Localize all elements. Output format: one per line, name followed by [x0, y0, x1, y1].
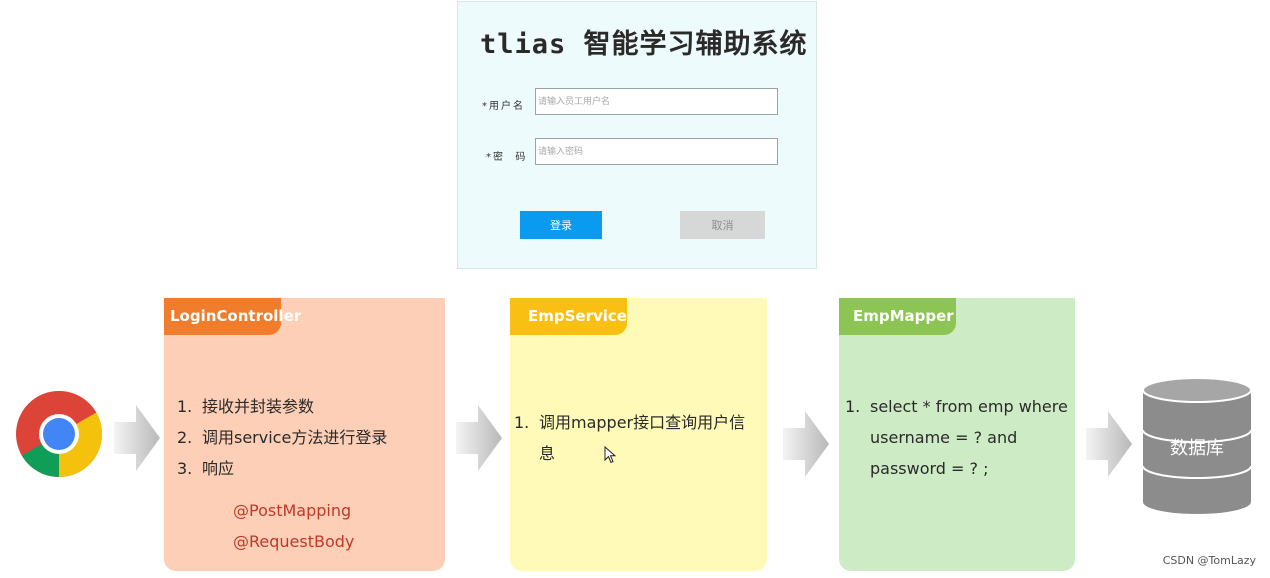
service-tag: EmpService [510, 298, 627, 335]
mapper-step-list: 1.select * from emp where username = ? a… [845, 391, 1073, 484]
requestbody-annotation: @RequestBody [233, 532, 355, 551]
controller-step-list: 1.接收并封装参数 2.调用service方法进行登录 3.响应 [177, 391, 439, 484]
mouse-cursor-icon [604, 446, 616, 464]
password-input[interactable] [535, 138, 778, 165]
login-title: tlias 智能学习辅助系统 [480, 29, 808, 60]
postmapping-annotation: @PostMapping [233, 501, 352, 520]
flow-arrow-icon [456, 405, 502, 471]
chrome-browser-icon [16, 391, 102, 477]
watermark: CSDN @TomLazy [1162, 554, 1256, 567]
password-label: 密 码 [493, 152, 528, 163]
cancel-button[interactable]: 取消 [680, 211, 765, 239]
flow-arrow-icon [114, 405, 160, 471]
login-panel: tlias 智能学习辅助系统 *用户名 *密 码 登录 取消 [457, 1, 817, 269]
controller-tag: LoginController [164, 298, 301, 335]
list-item: 1.调用mapper接口查询用户信息 [514, 413, 746, 463]
service-layer-box: EmpService 1.调用mapper接口查询用户信息 [510, 298, 767, 571]
database-label: 数据库 [1170, 438, 1224, 459]
username-input[interactable] [535, 88, 778, 115]
database-icon [1142, 377, 1252, 514]
mapper-tag: EmpMapper [839, 298, 956, 335]
login-button[interactable]: 登录 [520, 211, 602, 239]
password-label-row: *密 码 [486, 148, 527, 163]
mapper-layer-box: EmpMapper 1.select * from emp where user… [839, 298, 1075, 571]
list-item: 1.select * from emp where username = ? a… [845, 397, 1068, 478]
list-item: 3.响应 [177, 459, 235, 478]
flow-arrow-icon [1086, 411, 1132, 477]
username-label: 用户名 [489, 101, 525, 112]
username-label-row: *用户名 [482, 97, 525, 112]
required-mark: * [482, 101, 489, 112]
required-mark: * [486, 152, 493, 163]
controller-layer-box: LoginController 1.接收并封装参数 2.调用service方法进… [164, 298, 445, 571]
list-item: 1.接收并封装参数 [177, 397, 315, 416]
list-item: 2.调用service方法进行登录 [177, 428, 388, 447]
flow-arrow-icon [783, 411, 829, 477]
service-step-list: 1.调用mapper接口查询用户信息 [514, 407, 759, 469]
